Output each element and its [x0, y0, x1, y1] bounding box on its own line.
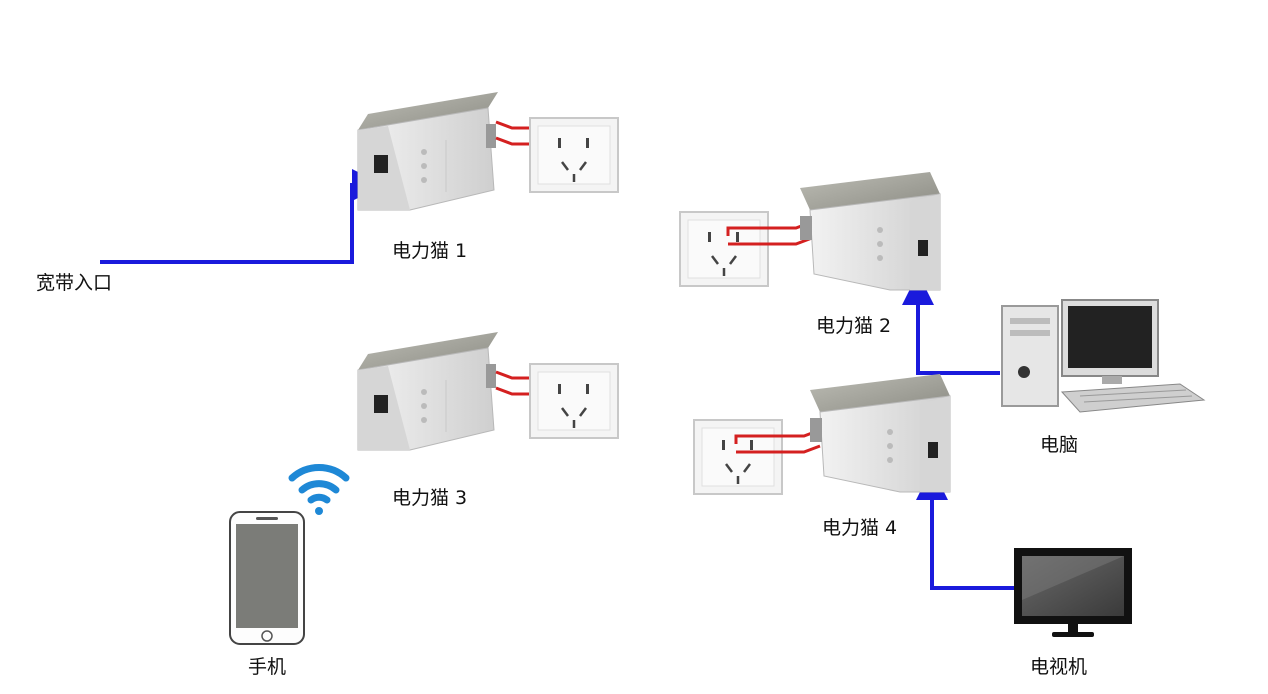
modem-1-label: 电力猫 1	[392, 240, 468, 262]
wall-socket-icon	[528, 116, 620, 194]
tv-label: 电视机	[1030, 656, 1088, 678]
powerline-adapter-icon	[357, 91, 499, 211]
wall-socket-icon	[528, 362, 620, 440]
wall-socket-icon	[692, 418, 784, 496]
tv-cable	[916, 468, 1014, 590]
phone-icon	[229, 511, 305, 645]
wall-socket-icon	[678, 210, 770, 288]
broadband-label: 宽带入口	[36, 272, 113, 294]
computer-label: 电脑	[1040, 434, 1079, 456]
computer-cable	[902, 273, 1000, 375]
powerline-adapter-icon	[357, 331, 499, 451]
powerline-adapter-icon	[799, 171, 941, 291]
wifi-icon	[288, 464, 350, 515]
phone-label: 手机	[248, 656, 287, 678]
broadband-cable	[100, 169, 384, 264]
modem-3-label: 电力猫 3	[392, 487, 468, 509]
tv-icon	[1014, 548, 1132, 637]
computer-icon	[1001, 299, 1206, 413]
powerline-adapter-icon	[809, 373, 951, 493]
modem-4-label: 电力猫 4	[822, 517, 898, 539]
modem-2-label: 电力猫 2	[816, 315, 892, 337]
